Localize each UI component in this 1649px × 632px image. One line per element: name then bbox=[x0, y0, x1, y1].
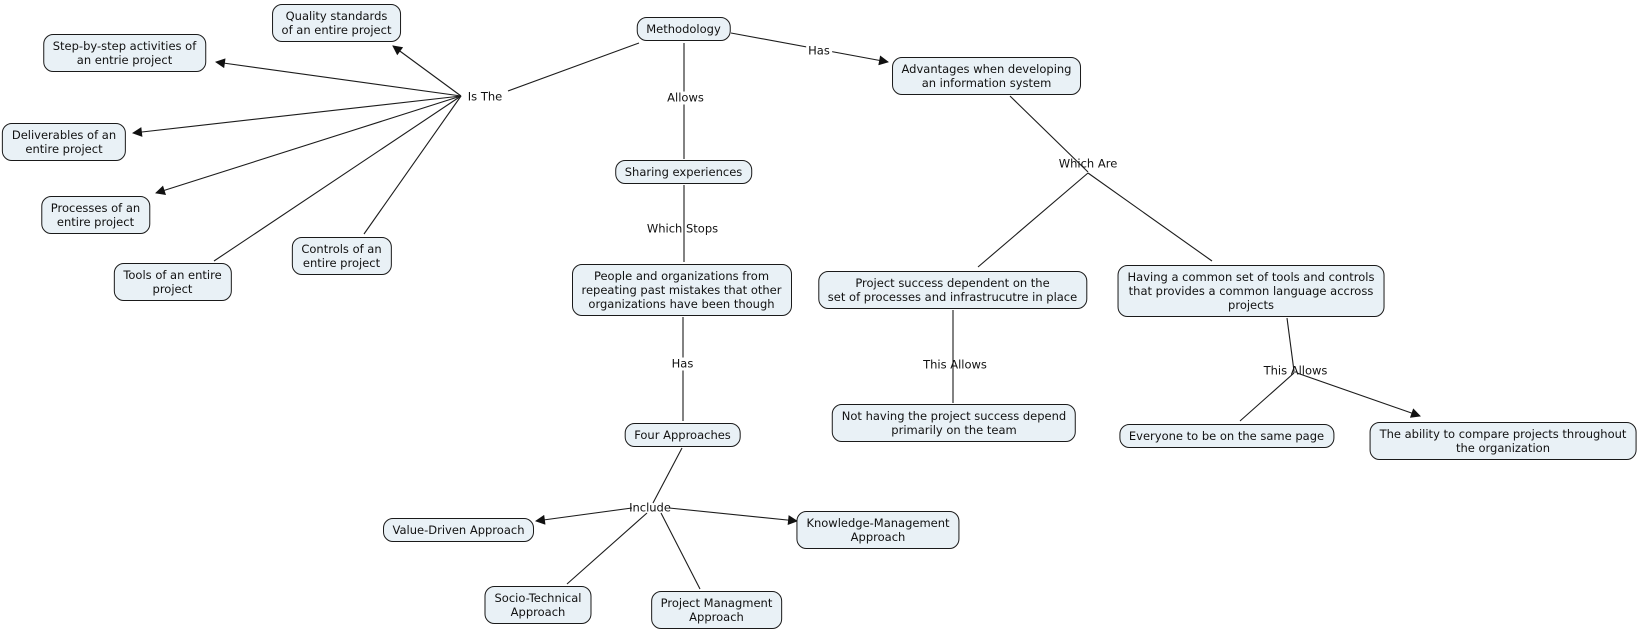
node-four-approaches[interactable]: Four Approaches bbox=[624, 423, 741, 447]
link-label-this-allows-right: This Allows bbox=[1263, 363, 1328, 378]
edge-whichare-projectsuccess bbox=[977, 172, 1089, 268]
edge-include-projectmanagment bbox=[660, 512, 701, 590]
node-knowledge-management[interactable]: Knowledge-Management Approach bbox=[796, 510, 960, 549]
node-deliverables[interactable]: Deliverables of an entire project bbox=[1, 122, 127, 161]
edge-include-knowledge bbox=[668, 507, 798, 526]
node-value-driven[interactable]: Value-Driven Approach bbox=[382, 518, 535, 542]
node-project-managment[interactable]: Project Managment Approach bbox=[650, 590, 783, 629]
edge-whichare-havingcommon bbox=[1087, 172, 1213, 262]
edge-isthe-deliverables bbox=[132, 95, 462, 137]
link-label-allows: Allows bbox=[665, 90, 706, 104]
node-step-by-step[interactable]: Step-by-step activities of an entrie pro… bbox=[42, 33, 207, 72]
edge-thisallows-everyone bbox=[1239, 372, 1295, 422]
link-label-include: Include bbox=[629, 500, 671, 515]
node-everyone-same-page[interactable]: Everyone to be on the same page bbox=[1118, 423, 1335, 448]
node-quality-standards[interactable]: Quality standards of an entire project bbox=[271, 3, 402, 42]
link-label-this-allows-left: This Allows bbox=[923, 357, 987, 371]
edge-fourapproaches-include bbox=[652, 447, 683, 504]
edge-thisallows-ability bbox=[1296, 372, 1421, 418]
edge-havingcommon-thisallows bbox=[1286, 317, 1295, 372]
node-controls[interactable]: Controls of an entire project bbox=[291, 236, 392, 275]
edge-isthe-quality bbox=[392, 45, 462, 97]
node-tools[interactable]: Tools of an entire project bbox=[113, 263, 232, 301]
edge-isthe-stepbystep bbox=[215, 58, 462, 97]
node-people-organizations[interactable]: People and organizations from repeating … bbox=[571, 264, 792, 316]
node-project-success[interactable]: Project success dependent on the set of … bbox=[817, 271, 1088, 309]
link-label-is-the: Is The bbox=[465, 89, 505, 104]
edge-advantages-whichare bbox=[1009, 95, 1089, 173]
node-processes[interactable]: Processes of an entire project bbox=[40, 195, 151, 234]
link-label-has-approaches: Has bbox=[669, 356, 696, 371]
edge-methodology-isthe bbox=[507, 42, 640, 92]
node-advantages[interactable]: Advantages when developing an informatio… bbox=[891, 57, 1082, 95]
edge-include-sociotechnical bbox=[566, 512, 648, 585]
node-ability-compare[interactable]: The ability to compare projects througho… bbox=[1369, 421, 1637, 460]
edge-isthe-tools bbox=[213, 95, 462, 262]
node-sharing-experiences[interactable]: Sharing experiences bbox=[614, 160, 753, 184]
edge-include-valuedriven bbox=[535, 507, 633, 525]
link-label-which-stops: Which Stops bbox=[646, 221, 719, 236]
node-socio-technical[interactable]: Socio-Technical Approach bbox=[484, 586, 592, 624]
node-not-having[interactable]: Not having the project success depend pr… bbox=[831, 404, 1077, 442]
link-label-has-advantages: Has bbox=[806, 43, 832, 58]
edge-isthe-processes bbox=[155, 95, 462, 196]
edge-isthe-controls bbox=[363, 95, 462, 235]
node-methodology[interactable]: Methodology bbox=[636, 17, 731, 41]
node-having-common[interactable]: Having a common set of tools and control… bbox=[1117, 265, 1385, 317]
link-label-which-are: Which Are bbox=[1058, 156, 1118, 171]
